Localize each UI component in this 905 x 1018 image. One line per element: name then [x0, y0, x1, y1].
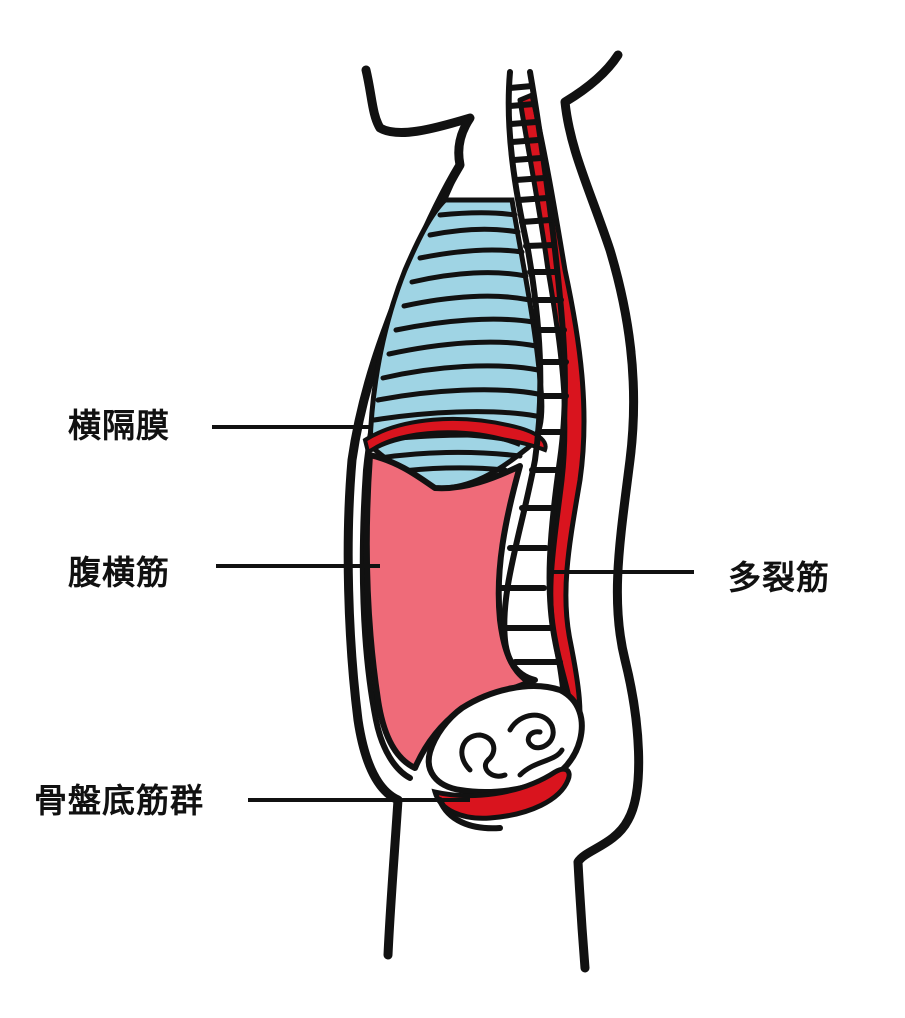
spine-back-edge: [527, 69, 575, 733]
diaphragm-inner-line: [370, 430, 521, 452]
label-diaphragm: 横隔膜: [68, 406, 170, 445]
body-outline-back: [560, 50, 644, 973]
intestine-coil-1: [459, 732, 508, 779]
intestine-coil-2: [507, 712, 556, 751]
body-outline-front: [343, 65, 475, 960]
label-multifidus: 多裂筋: [728, 558, 830, 597]
vertebrae: [499, 83, 569, 665]
pelvic-floor-muscle: [431, 766, 572, 821]
label-transverse-abdominis: 腹横筋: [68, 553, 170, 592]
label-pelvic-floor: 骨盤底筋群: [34, 781, 204, 820]
intestine-coil-3: [517, 747, 565, 778]
pelvic-bottom-outline: [437, 797, 503, 832]
